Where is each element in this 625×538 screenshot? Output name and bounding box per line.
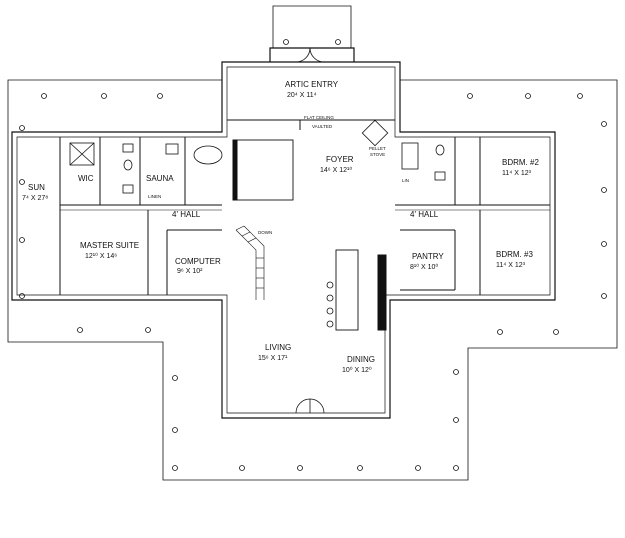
pellet-note: PELLET <box>369 146 386 151</box>
bdrm3-label: BDRM. #3 <box>496 250 533 259</box>
artic-entry-label: ARTIC ENTRY <box>285 80 339 89</box>
computer-dims: 9⁶ X 10² <box>177 268 203 275</box>
bdrm2-label: BDRM. #2 <box>502 158 539 167</box>
master-suite-dims: 12¹⁰ X 14⁶ <box>85 252 117 260</box>
interior-walls <box>59 119 550 331</box>
hall-left-label: 4' HALL <box>172 210 201 219</box>
stair <box>235 225 265 300</box>
sun-dims: 7⁴ X 27⁸ <box>22 195 48 202</box>
sun-label: SUN <box>28 183 45 192</box>
vaulted-note: VAULTED <box>312 124 333 129</box>
hall-right-label: 4' HALL <box>410 210 439 219</box>
fixtures <box>69 47 446 414</box>
master-suite-label: MASTER SUITE <box>80 241 139 250</box>
dining-dims: 10⁰ X 12⁰ <box>342 366 372 374</box>
linen-label: LINEN <box>148 194 161 199</box>
exterior-walls <box>11 47 556 419</box>
living-label: LIVING <box>265 343 291 352</box>
bdrm3-dims: 11⁴ X 12³ <box>496 262 526 269</box>
flat-ceiling-note: FLAT CEILING <box>304 115 334 120</box>
sauna-label: SAUNA <box>146 174 174 183</box>
stove-note: STOVE <box>370 152 385 157</box>
bdrm2-dims: 11⁴ X 12³ <box>502 170 532 177</box>
porch-outline <box>7 5 618 481</box>
artic-entry-dims: 20⁴ X 11⁴ <box>287 92 317 99</box>
pantry-dims: 8¹⁰ X 10⁰ <box>410 263 438 271</box>
down-note: DOWN <box>258 230 272 235</box>
room-labels: ARTIC ENTRY 20⁴ X 11⁴ FLAT CEILING VAULT… <box>22 80 539 374</box>
computer-label: COMPUTER <box>175 257 221 266</box>
dining-label: DINING <box>347 355 375 364</box>
foyer-label: FOYER <box>326 155 354 164</box>
foyer-dims: 14⁶ X 12¹⁰ <box>320 166 352 174</box>
living-dims: 15⁶ X 17¹ <box>258 355 288 362</box>
pantry-label: PANTRY <box>412 252 444 261</box>
lin-note: LIN <box>402 178 409 183</box>
wic-label: WIC <box>78 174 94 183</box>
